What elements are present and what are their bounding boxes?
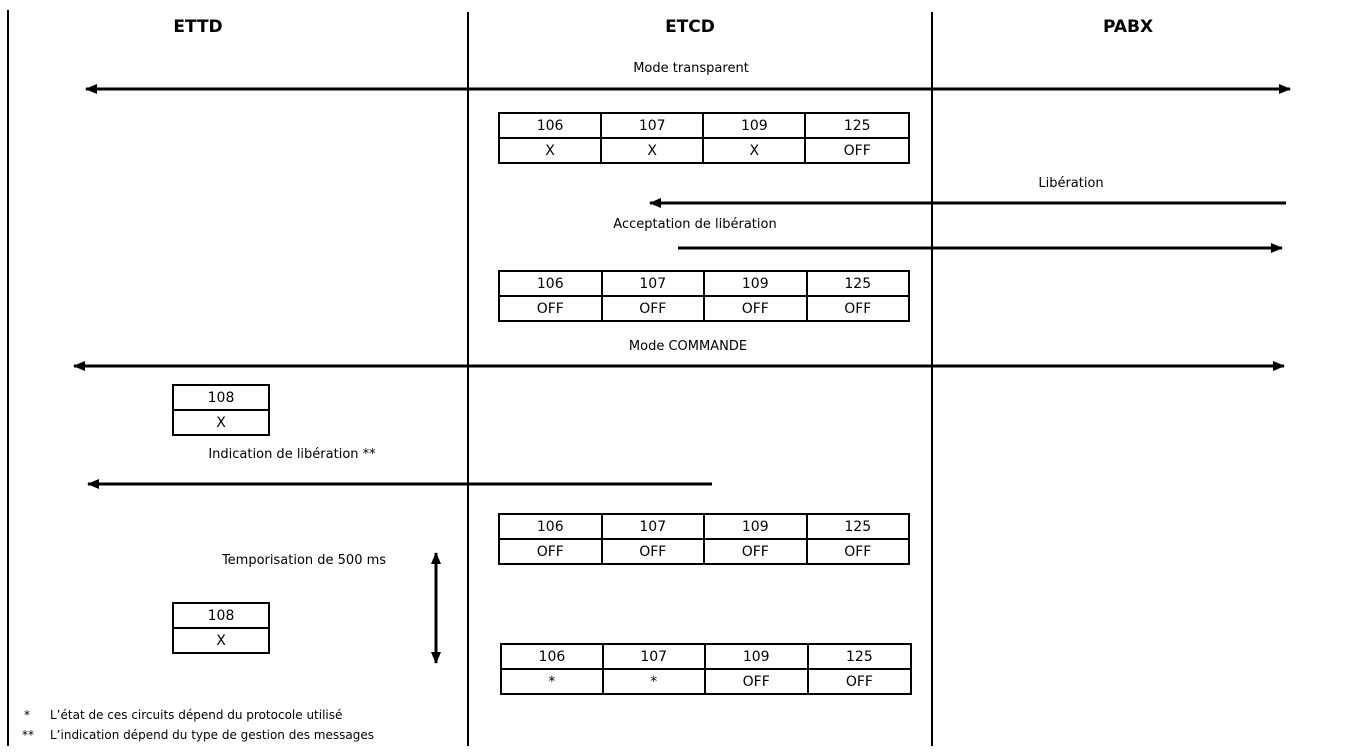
- circuit-number: 109: [702, 112, 807, 139]
- label-indication: Indication de libération **: [208, 447, 376, 462]
- circuit-number: 125: [806, 643, 913, 670]
- circuit-number: 125: [805, 270, 910, 297]
- header-ettd: ETTD: [173, 17, 223, 37]
- footnote-mark: **: [22, 728, 34, 742]
- circuit-table: 106 107 109 125 OFF OFF OFF OFF: [498, 270, 910, 322]
- label-mode-commande: Mode COMMANDE: [628, 339, 748, 354]
- circuit-state: OFF: [804, 137, 910, 164]
- circuit-state: *: [601, 668, 706, 695]
- circuit-state: *: [500, 668, 604, 695]
- circuit-state: X: [702, 137, 807, 164]
- circuit-state: OFF: [806, 668, 913, 695]
- header-etcd: ETCD: [665, 17, 715, 37]
- circuit-state: OFF: [703, 668, 809, 695]
- circuit-number: 108: [172, 602, 270, 629]
- circuit-state: OFF: [600, 295, 705, 322]
- circuit-number: 109: [703, 513, 808, 540]
- circuit-state: OFF: [498, 538, 603, 565]
- footnote-mark: *: [24, 708, 30, 722]
- circuit-number: 109: [703, 270, 808, 297]
- footnote-text: L’état de ces circuits dépend du protoco…: [50, 708, 343, 722]
- footnote-text: L’indication dépend du type de gestion d…: [50, 728, 374, 742]
- circuit-table: 108 X: [172, 602, 270, 654]
- circuit-state: OFF: [703, 295, 808, 322]
- circuit-table: 108 X: [172, 384, 270, 436]
- circuit-state: OFF: [600, 538, 705, 565]
- circuit-table: 106 107 109 125 X X X OFF: [497, 112, 910, 164]
- circuit-number: 107: [600, 513, 705, 540]
- circuit-state: OFF: [703, 538, 808, 565]
- circuit-state: X: [172, 627, 270, 654]
- circuit-state: OFF: [805, 538, 910, 565]
- label-temporisation: Temporisation de 500 ms: [221, 553, 387, 568]
- circuit-state: OFF: [498, 295, 603, 322]
- circuit-number: 106: [500, 643, 604, 670]
- circuit-table: 106 107 109 125 * * OFF OFF: [500, 643, 913, 695]
- circuit-number: 109: [703, 643, 809, 670]
- circuit-number: 106: [498, 513, 603, 540]
- label-mode-transparent: Mode transparent: [633, 61, 749, 76]
- circuit-state: X: [172, 409, 270, 436]
- circuit-number: 125: [804, 112, 910, 139]
- circuit-state: OFF: [805, 295, 910, 322]
- circuit-table: 106 107 109 125 OFF OFF OFF OFF: [498, 513, 910, 565]
- circuit-state: X: [600, 137, 705, 164]
- circuit-number: 125: [805, 513, 910, 540]
- circuit-number: 107: [601, 643, 706, 670]
- label-liberation: Libération: [1038, 176, 1104, 191]
- label-acceptation: Acceptation de libération: [613, 217, 777, 232]
- circuit-state: X: [497, 137, 603, 164]
- circuit-number: 106: [497, 112, 603, 139]
- circuit-number: 107: [600, 270, 705, 297]
- circuit-number: 107: [600, 112, 705, 139]
- circuit-number: 108: [172, 384, 270, 411]
- circuit-number: 106: [498, 270, 603, 297]
- header-pabx: PABX: [1102, 17, 1154, 37]
